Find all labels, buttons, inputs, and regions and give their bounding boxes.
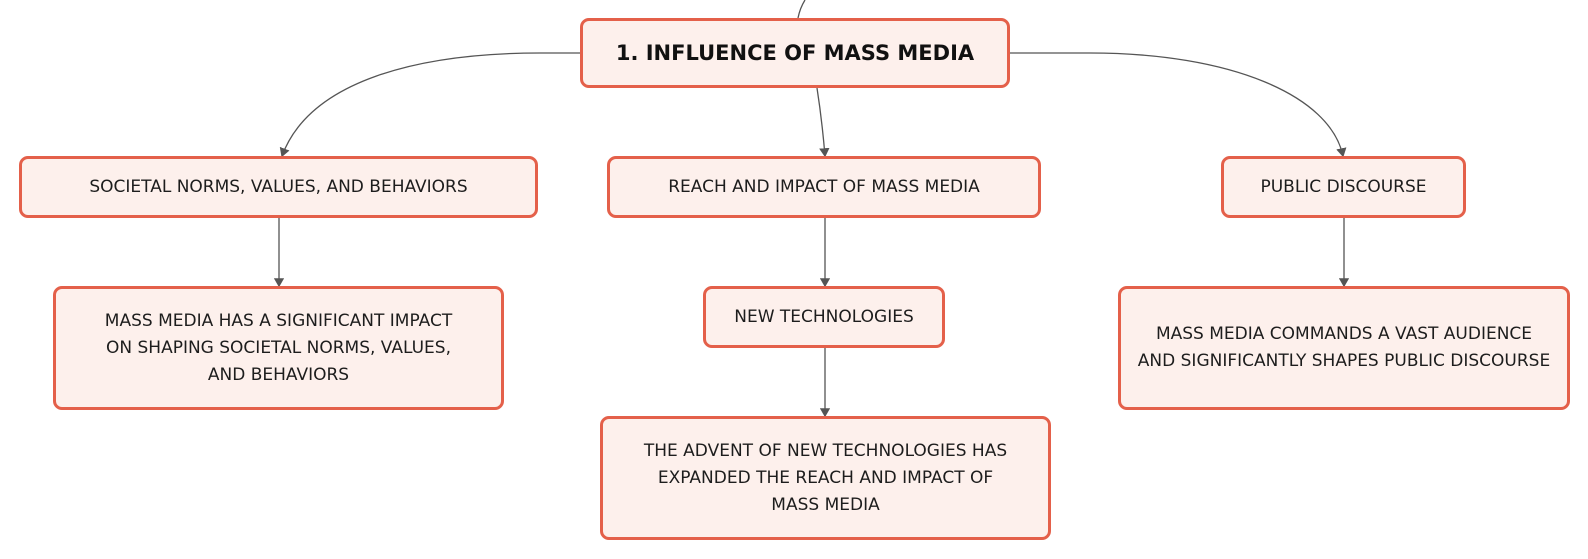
node-label: 1. INFLUENCE OF MASS MEDIA: [615, 40, 975, 65]
connector-root-to-societal: [279, 52, 580, 158]
node-label: MASS MEDIA COMMANDS A VAST AUDIENCE AND …: [1137, 324, 1551, 371]
connector-incoming: [797, 0, 806, 19]
node-new-technologies[interactable]: NEW TECHNOLOGIES: [703, 286, 945, 348]
node-label: SOCIETAL NORMS, VALUES, AND BEHAVIORS: [89, 176, 468, 197]
node-societal-norms-detail[interactable]: MASS MEDIA HAS A SIGNIFICANT IMPACT ON S…: [53, 286, 504, 410]
connector-root-to-reach: [816, 87, 830, 158]
node-label: PUBLIC DISCOURSE: [1260, 176, 1427, 197]
node-reach-and-impact[interactable]: REACH AND IMPACT OF MASS MEDIA: [607, 156, 1041, 218]
node-label: MASS MEDIA HAS A SIGNIFICANT IMPACT ON S…: [104, 310, 453, 385]
node-label: NEW TECHNOLOGIES: [734, 306, 914, 327]
node-societal-norms[interactable]: SOCIETAL NORMS, VALUES, AND BEHAVIORS: [19, 156, 538, 218]
node-public-discourse-detail[interactable]: MASS MEDIA COMMANDS A VAST AUDIENCE AND …: [1118, 286, 1570, 410]
node-label: THE ADVENT OF NEW TECHNOLOGIES HAS EXPAN…: [643, 440, 1008, 515]
connector-root-to-discourse: [1010, 52, 1347, 158]
node-new-technologies-detail[interactable]: THE ADVENT OF NEW TECHNOLOGIES HAS EXPAN…: [600, 416, 1051, 540]
node-influence-of-mass-media[interactable]: 1. INFLUENCE OF MASS MEDIA: [580, 18, 1010, 88]
node-label: REACH AND IMPACT OF MASS MEDIA: [668, 176, 980, 197]
node-public-discourse[interactable]: PUBLIC DISCOURSE: [1221, 156, 1466, 218]
